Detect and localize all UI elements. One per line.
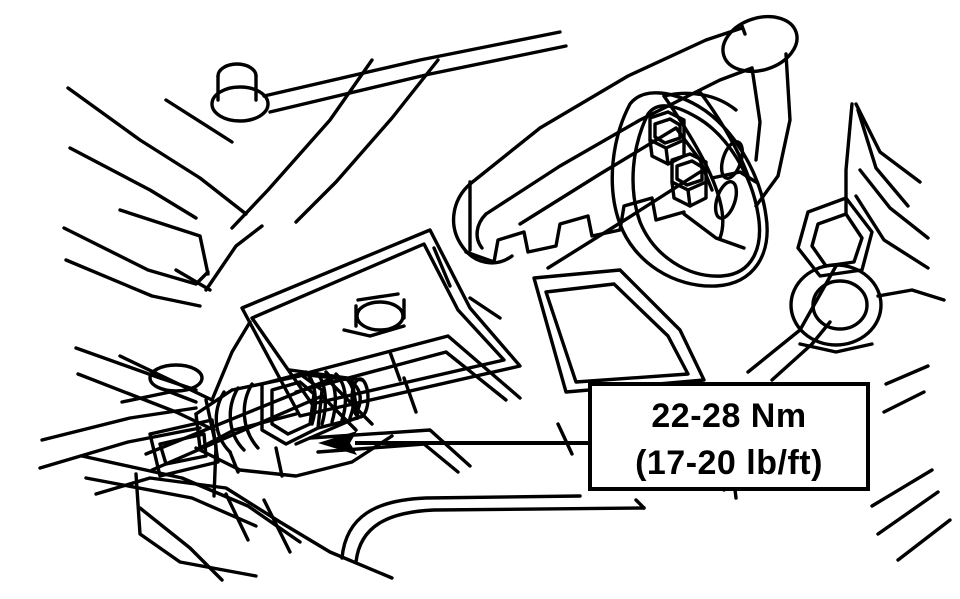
torque-specification-callout: 22-28 Nm (17-20 lb/ft)	[588, 382, 870, 491]
hex-bolt-lower	[670, 152, 708, 208]
callout-line-2: (17-20 lb/ft)	[635, 444, 823, 482]
right-structure	[746, 102, 952, 562]
hex-bolt-upper	[648, 110, 686, 166]
mounting-flange	[610, 90, 769, 288]
bracket-hole	[148, 363, 204, 393]
upper-boss	[210, 62, 270, 123]
threaded-sensor-fitting	[194, 368, 394, 478]
callout-line-1: 22-28 Nm	[651, 397, 806, 435]
callout-leader-arrow	[318, 431, 590, 455]
leader-arrowhead	[318, 431, 357, 455]
flange-slot-lower	[713, 180, 739, 220]
curved-hose	[340, 494, 646, 564]
background-strokes	[432, 246, 574, 456]
callout-box	[588, 382, 870, 491]
center-pivot-boss	[342, 292, 406, 338]
fitting-detail-strokes	[224, 350, 418, 554]
housing-nose-cap	[721, 14, 799, 74]
flange-slot-upper	[719, 140, 745, 180]
